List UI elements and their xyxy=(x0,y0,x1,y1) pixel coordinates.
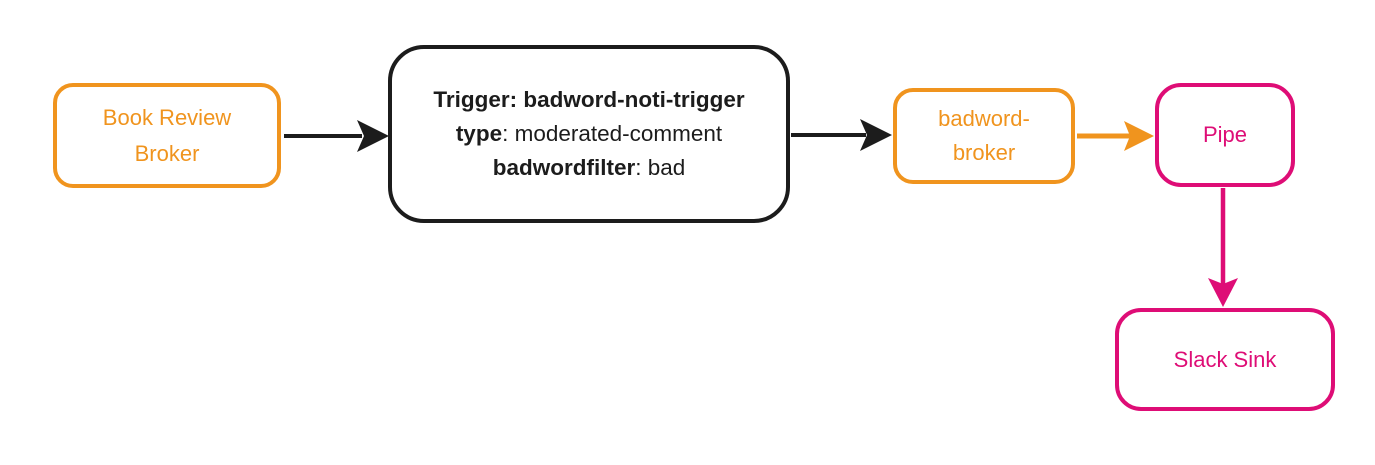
arrow-badword-broker-to-pipe xyxy=(1077,121,1154,151)
node-label: badword- xyxy=(938,106,1030,131)
trigger-filter-value: : bad xyxy=(635,155,686,180)
node-badword-broker: badword- broker xyxy=(893,88,1075,184)
arrow-trigger-to-badword-broker xyxy=(791,119,892,151)
node-pipe: Pipe xyxy=(1155,83,1295,187)
trigger-type-value: : moderated-comment xyxy=(502,121,723,146)
node-label: Slack Sink xyxy=(1173,346,1277,372)
trigger-filter-key: badwordfilter xyxy=(492,155,636,180)
arrow-broker-to-trigger xyxy=(284,120,389,152)
arrow-pipe-to-slack-sink xyxy=(1208,188,1238,307)
node-label: Book Review xyxy=(102,104,232,130)
node-label: Broker xyxy=(134,140,200,166)
node-trigger-details: Trigger: badword-noti-trigger type: mode… xyxy=(388,45,790,223)
trigger-type-key: type xyxy=(455,121,503,146)
trigger-name-line: Trigger: badword-noti-trigger xyxy=(433,83,744,117)
trigger-type-line: type: moderated-comment xyxy=(456,117,722,151)
node-book-review-broker: Book Review Broker xyxy=(53,83,281,188)
node-label: broker xyxy=(952,140,1016,165)
trigger-name: Trigger: badword-noti-trigger xyxy=(433,87,745,112)
node-slack-sink: Slack Sink xyxy=(1115,308,1335,411)
node-label: Pipe xyxy=(1202,122,1248,147)
trigger-filter-line: badwordfilter: bad xyxy=(493,151,686,185)
